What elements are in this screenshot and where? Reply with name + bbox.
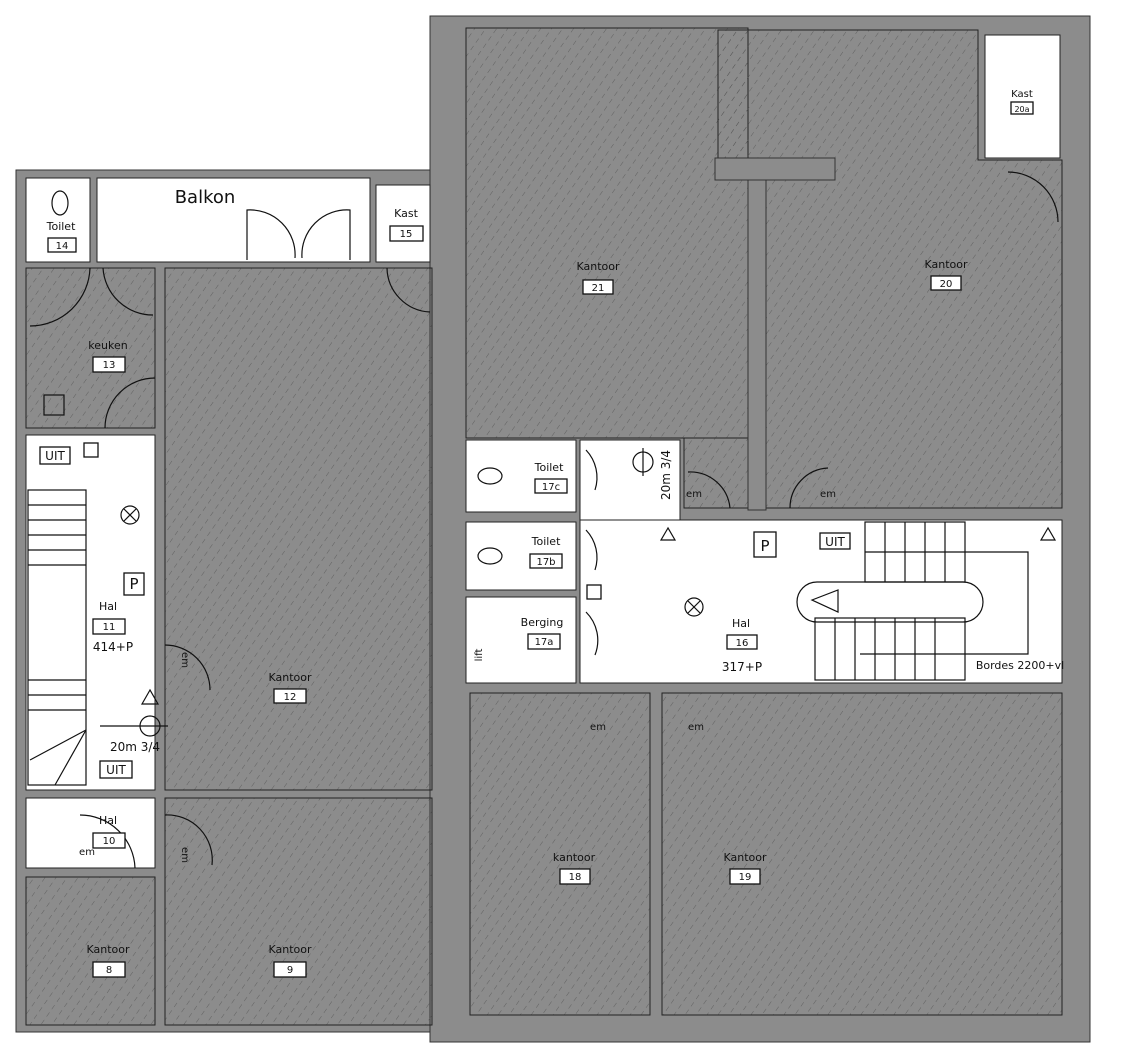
parking-sign: P (129, 575, 138, 593)
room-kantoor-21-lower (683, 437, 749, 509)
room-number: 20 (940, 279, 953, 290)
room-number: 20a (1014, 105, 1029, 114)
room-name: Hal (99, 600, 117, 613)
room-kantoor-8 (25, 876, 156, 1026)
room-kast-20a (984, 34, 1061, 159)
room-name: Toilet (531, 535, 561, 548)
room-number: 8 (106, 965, 112, 976)
em-label: em (79, 847, 95, 858)
room-number: 14 (56, 241, 69, 252)
room-number: 15 (400, 229, 413, 240)
smoke-detector-icon (586, 584, 602, 600)
room-number: 16 (736, 638, 749, 649)
room-name: Kantoor (268, 943, 312, 956)
room-kantoor-9 (164, 797, 433, 1026)
room-kantoor-12 (164, 267, 433, 791)
room-number: 17c (542, 482, 560, 493)
room-name: Kantoor (924, 258, 968, 271)
landing-label: Bordes 2200+vl (976, 659, 1064, 672)
fire-hose-icon (100, 448, 654, 737)
room-name: Hal (99, 814, 117, 827)
alarm-horn-icon (810, 589, 839, 613)
exit-sign: UIT (825, 535, 845, 549)
fixtures (43, 190, 1057, 737)
emergency-light-icon (120, 505, 704, 617)
toilet-bowl-icon (477, 547, 503, 565)
room-kast-15 (375, 184, 431, 263)
em-label: em (179, 847, 190, 863)
room-balkon (96, 177, 371, 263)
room-name: Berging (521, 616, 564, 629)
room-name: Balkon (175, 187, 236, 208)
room-area: 317+P (722, 660, 762, 674)
room-hal-11 (25, 434, 156, 791)
room-number: 18 (569, 872, 582, 883)
em-label: em (179, 652, 190, 668)
room-number: 13 (103, 360, 116, 371)
smoke-detector-icon (83, 442, 99, 458)
room-name: Kast (1011, 89, 1033, 100)
room-number: 11 (103, 622, 116, 633)
room-name: Toilet (46, 220, 76, 233)
room-kantoor-21 (465, 27, 749, 439)
room-number: 10 (103, 836, 116, 847)
warning-triangle-icon (140, 526, 1057, 705)
room-kantoor-18 (469, 692, 651, 1016)
room-area: 414+P (93, 640, 133, 654)
room-toilet-17c (465, 439, 577, 513)
room-number: 17a (535, 637, 554, 648)
stairs-right (796, 521, 1029, 681)
em-label: em (688, 722, 704, 733)
room-name: Kast (394, 207, 418, 220)
room-number: 21 (592, 283, 605, 294)
room-kantoor-19 (661, 692, 1063, 1016)
toilet-bowl-icon (51, 190, 69, 216)
sink-icon (43, 394, 65, 416)
room-name: Kantoor (723, 851, 767, 864)
stairs-left (27, 489, 87, 786)
parking-sign: P (760, 537, 769, 555)
exit-sign: UIT (45, 449, 65, 463)
room-number: 19 (739, 872, 752, 883)
em-label: em (686, 489, 702, 500)
hose-label: 20m 3/4 (659, 450, 673, 500)
room-name: Kantoor (576, 260, 620, 273)
room-name: keuken (88, 339, 127, 352)
room-number: 12 (284, 692, 297, 703)
lift-label: lift (474, 649, 485, 662)
room-labels: Toilet 14 Balkon Kast 15 keuken 13 Hal 1… (46, 89, 1034, 978)
exit-sign: UIT (106, 763, 126, 777)
room-toilet-17b (465, 521, 577, 591)
symbol-labels: UIT UIT UIT P P 20m 3/4 20m 3/4 em em em… (39, 446, 1064, 863)
toilet-bowl-icon (477, 467, 503, 485)
room-name: Kantoor (86, 943, 130, 956)
room-name: Toilet (534, 461, 564, 474)
room-name: Hal (732, 617, 750, 630)
room-name: kantoor (553, 851, 596, 864)
rooms (25, 27, 1063, 1026)
em-label: em (820, 489, 836, 500)
room-name: Kantoor (268, 671, 312, 684)
room-number: 17b (536, 557, 555, 568)
room-number: 9 (287, 965, 293, 976)
doors (29, 171, 1059, 869)
room-keuken-13 (25, 267, 156, 429)
hose-label: 20m 3/4 (110, 740, 160, 754)
em-label: em (590, 722, 606, 733)
